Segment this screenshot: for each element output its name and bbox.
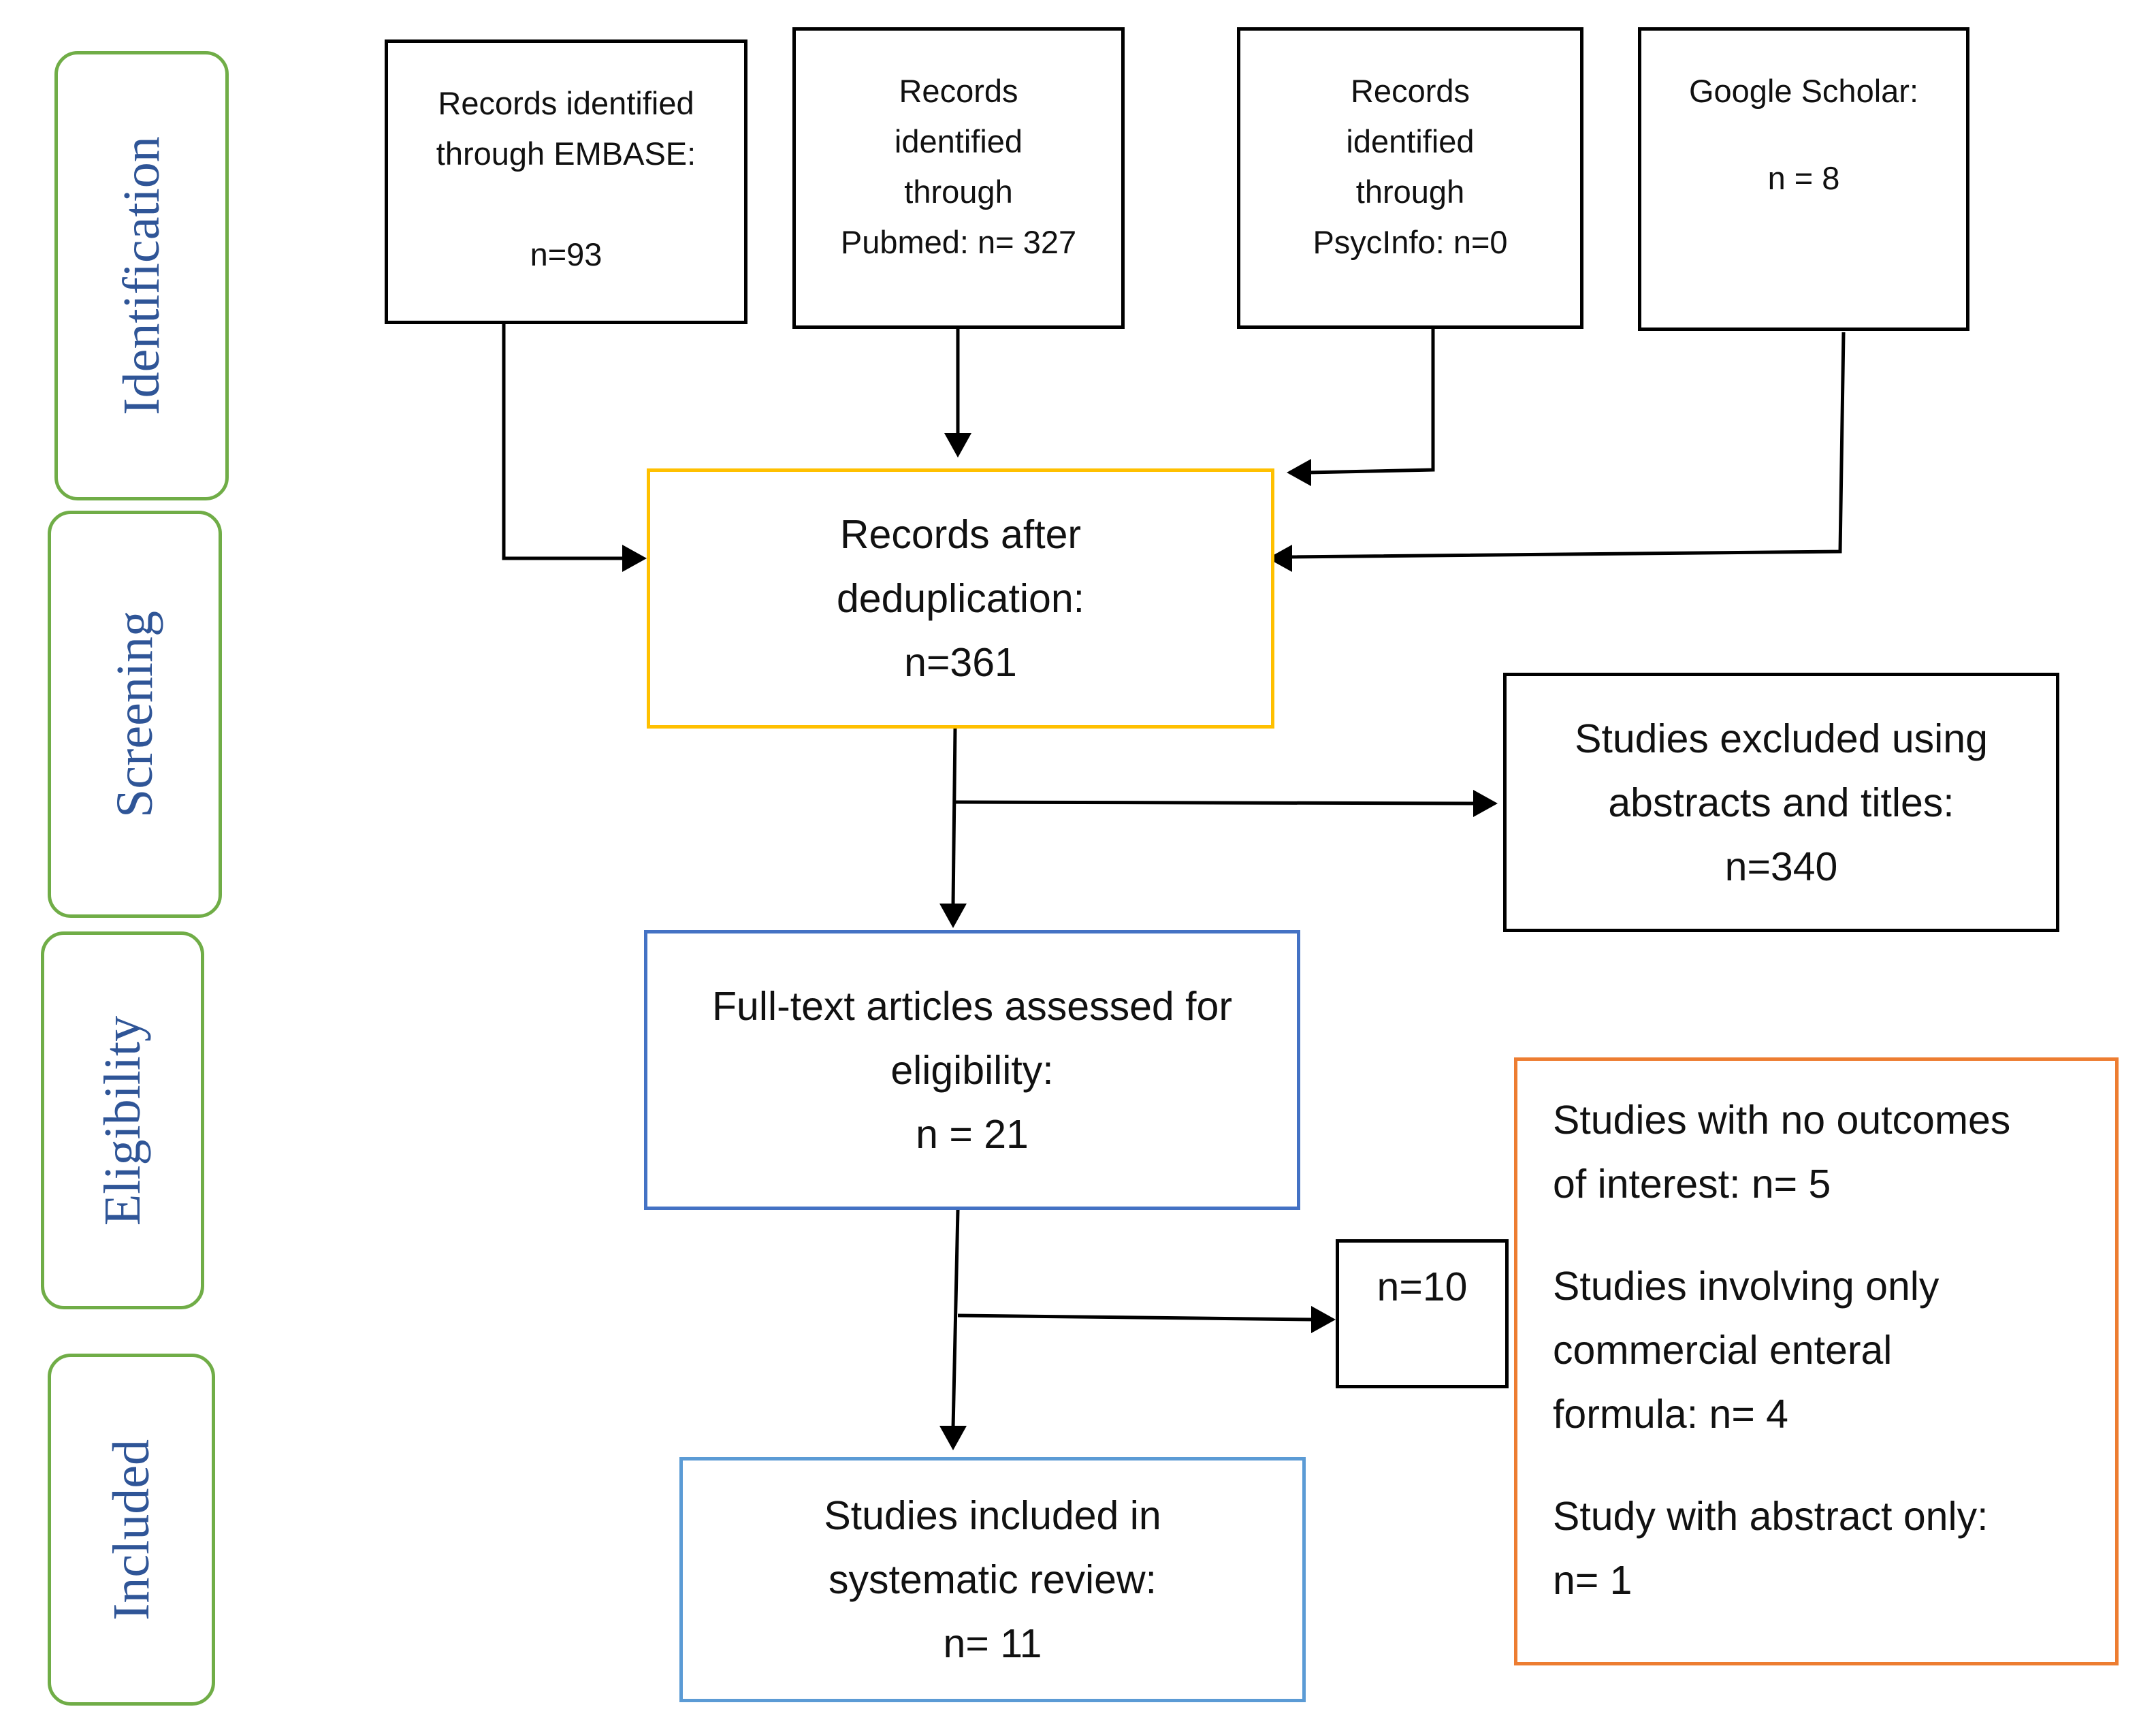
arrowhead-to-fulltext xyxy=(939,904,967,928)
source-psycinfo-line4: PsycInfo: n=0 xyxy=(1313,224,1508,260)
stage-included-label: Included xyxy=(103,1439,160,1621)
source-pubmed-line2: identified xyxy=(894,123,1023,159)
source-pubmed-line3: through xyxy=(904,174,1013,210)
source-embase-line2: through EMBASE: xyxy=(436,135,696,172)
excluded-screening-box: Studies excluded using abstracts and tit… xyxy=(1503,673,2059,932)
arrowhead-psycinfo xyxy=(1287,459,1311,486)
stage-identification: Identification xyxy=(54,51,229,500)
exclusion-reason-line: Studies involving only xyxy=(1553,1264,1940,1309)
source-pubmed-line1: Records xyxy=(899,73,1018,109)
arrowhead-pubmed xyxy=(944,433,971,458)
exclusion-reason-no-outcomes: Studies with no outcomes of interest: n=… xyxy=(1553,1088,2102,1216)
exclusion-reason-abstract-only: Study with abstract only: n= 1 xyxy=(1553,1484,2102,1612)
excluded-fulltext-box: n=10 xyxy=(1336,1239,1509,1388)
fulltext-count: n = 21 xyxy=(916,1111,1029,1157)
source-embase-box: Records identified through EMBASE: n=93 xyxy=(385,39,747,324)
source-psycinfo-line1: Records xyxy=(1350,73,1470,109)
stage-included: Included xyxy=(48,1354,215,1706)
arrowhead-embase xyxy=(622,545,647,572)
source-pubmed-line4: Pubmed: n= 327 xyxy=(840,224,1077,260)
arrowhead-scholar xyxy=(1268,545,1292,572)
connector-fulltext-to-included xyxy=(951,1209,960,1429)
fulltext-line1: Full-text articles assessed for xyxy=(712,983,1232,1029)
stage-screening: Screening xyxy=(48,511,222,918)
source-scholar-count: n = 8 xyxy=(1767,160,1840,196)
connector-dedup-to-fulltext xyxy=(951,728,957,907)
source-psycinfo-line2: identified xyxy=(1346,123,1475,159)
stage-eligibility-label: Eligibility xyxy=(94,1015,151,1226)
excluded-screening-line2: abstracts and titles: xyxy=(1608,780,1954,825)
included-count: n= 11 xyxy=(943,1621,1042,1666)
connector-to-n10 xyxy=(957,1313,1315,1322)
excluded-screening-count: n=340 xyxy=(1724,844,1838,889)
source-scholar-line1: Google Scholar: xyxy=(1688,73,1919,109)
source-embase-count: n=93 xyxy=(530,236,602,272)
stage-eligibility: Eligibility xyxy=(41,931,204,1309)
arrowhead-to-n10 xyxy=(1311,1306,1336,1333)
connector-to-excluded-screening xyxy=(954,800,1477,805)
arrowhead-to-included xyxy=(939,1426,967,1450)
dedup-line2: deduplication: xyxy=(836,576,1085,621)
exclusion-reason-commercial-formula: Studies involving only commercial entera… xyxy=(1553,1254,2102,1446)
included-line1: Studies included in xyxy=(824,1493,1161,1538)
exclusion-reasons-box: Studies with no outcomes of interest: n=… xyxy=(1514,1057,2119,1665)
exclusion-reason-line: commercial enteral xyxy=(1553,1328,1893,1373)
included-line2: systematic review: xyxy=(828,1557,1157,1602)
fulltext-line2: eligibility: xyxy=(890,1047,1054,1093)
source-scholar-box: Google Scholar: n = 8 xyxy=(1638,27,1969,331)
dedup-line1: Records after xyxy=(839,512,1082,557)
source-embase-line1: Records identified xyxy=(438,85,694,121)
source-psycinfo-box: Records identified through PsycInfo: n=0 xyxy=(1237,27,1583,329)
connector-embase xyxy=(502,323,624,560)
connector-psycinfo xyxy=(1308,327,1435,475)
dedup-count: n=361 xyxy=(904,640,1017,685)
exclusion-reason-line: Study with abstract only: xyxy=(1553,1494,1989,1539)
stage-identification-label: Identification xyxy=(113,136,170,415)
connector-scholar xyxy=(1289,332,1846,559)
exclusion-reason-line: of interest: n= 5 xyxy=(1553,1162,1831,1207)
source-pubmed-box: Records identified through Pubmed: n= 32… xyxy=(792,27,1125,329)
excluded-fulltext-count: n=10 xyxy=(1377,1264,1468,1309)
stage-screening-label: Screening xyxy=(106,611,163,818)
exclusion-reason-line: n= 1 xyxy=(1553,1558,1632,1603)
fulltext-box: Full-text articles assessed for eligibil… xyxy=(644,930,1300,1210)
arrowhead-to-excluded-screening xyxy=(1473,790,1498,817)
exclusion-reason-line: formula: n= 4 xyxy=(1553,1392,1788,1437)
dedup-box: Records after deduplication: n=361 xyxy=(647,468,1274,729)
exclusion-reason-line: Studies with no outcomes xyxy=(1553,1098,2011,1143)
source-psycinfo-line3: through xyxy=(1355,174,1465,210)
included-box: Studies included in systematic review: n… xyxy=(679,1457,1306,1702)
excluded-screening-line1: Studies excluded using xyxy=(1575,716,1988,761)
